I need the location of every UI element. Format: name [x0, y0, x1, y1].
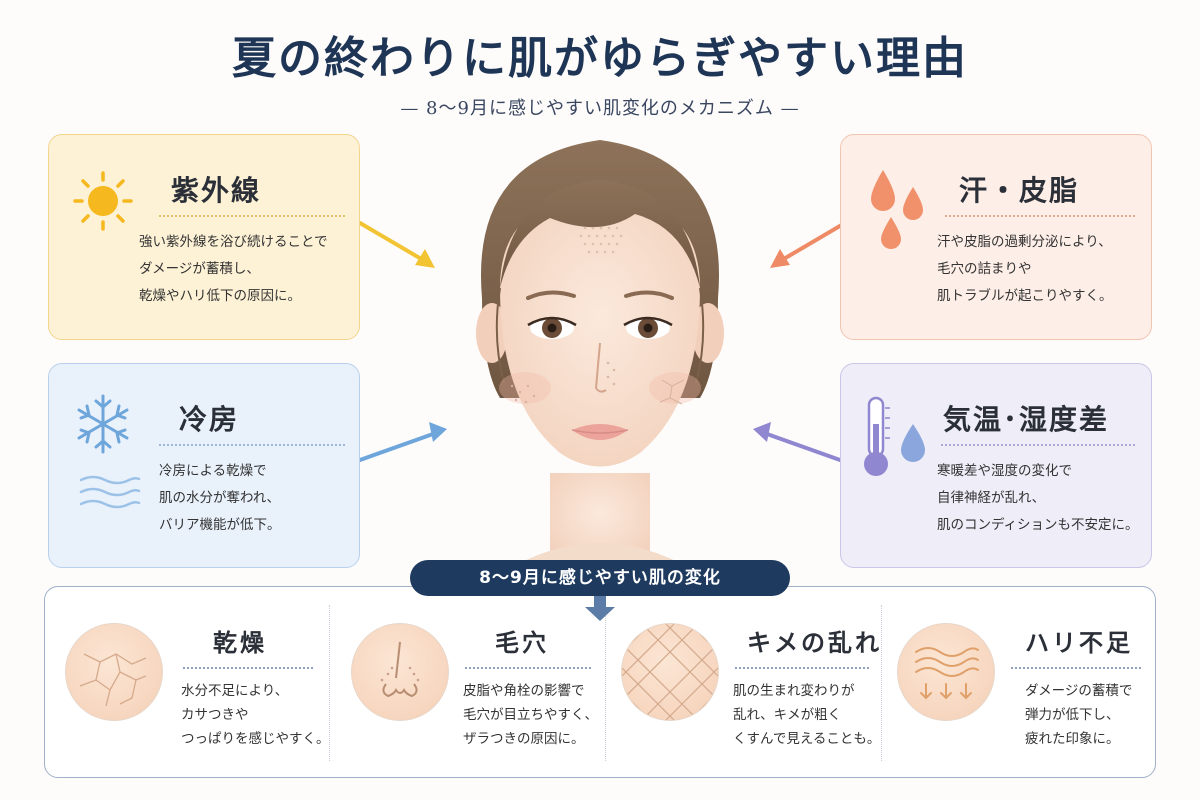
firmness-description: ダメージの蓄積で 弾力が低下し、 疲れた印象に。	[1025, 683, 1133, 747]
uv-divider	[159, 215, 345, 217]
separator	[329, 605, 330, 761]
sagging-waves-icon	[897, 623, 995, 721]
temp-title: 気温･湿度差	[943, 403, 1110, 436]
card-sweat-sebum: 汗・皮脂 汗や皮脂の過剰分泌により、 毛穴の詰まりや 肌トラブルが起こりやすく。	[840, 134, 1152, 340]
temp-divider	[941, 444, 1135, 446]
sweat-description: 汗や皮脂の過剰分泌により、 毛穴の詰まりや 肌トラブルが起こりやすく。	[937, 234, 1113, 304]
temp-description: 寒暖差や湿度の変化で 自律神経が乱れ、 肌のコンディションも不安定に。	[937, 463, 1139, 533]
texture-title: キメの乱れ	[747, 628, 882, 657]
page-title: 夏の終わりに肌がゆらぎやすい理由	[232, 33, 968, 84]
snowflake-icon	[77, 394, 129, 454]
down-arrow-icon	[585, 596, 615, 621]
firmness-title: ハリ不足	[1025, 628, 1133, 657]
nose-pores-icon	[351, 623, 449, 721]
dryness-divider	[183, 667, 313, 669]
separator	[881, 605, 882, 761]
change-item-pores: 毛穴 皮脂や角栓の影響で 毛穴が目立ちやすく、 ザラつきの原因に。	[331, 587, 601, 779]
uv-description: 強い紫外線を浴び続けることで ダメージが蓄積し、 乾燥やハリ低下の原因に。	[139, 234, 328, 304]
sun-icon	[73, 171, 133, 231]
change-item-firmness: ハリ不足 ダメージの蓄積で 弾力が低下し、 疲れた印象に。	[883, 587, 1153, 779]
face-illustration	[476, 140, 724, 563]
texture-divider	[735, 667, 869, 669]
uv-arrow	[358, 221, 435, 268]
temp-arrow	[753, 422, 842, 462]
skin-texture-icon	[621, 623, 719, 721]
skin-changes-banner: 8～9月に感じやすい肌の変化	[410, 560, 790, 596]
card-uv: 紫外線 強い紫外線を浴び続けることで ダメージが蓄積し、 乾燥やハリ低下の原因に…	[48, 134, 360, 340]
dryness-description: 水分不足により、 カサつきや つっぱりを感じやすく。	[181, 683, 330, 747]
card-air-conditioning: 冷房 冷房による乾燥で 肌の水分が奪われ、 バリア機能が低下。	[48, 363, 360, 568]
ac-divider	[159, 444, 345, 446]
card-temperature-humidity: 気温･湿度差 寒暖差や湿度の変化で 自律神経が乱れ、 肌のコンディションも不安定…	[840, 363, 1152, 568]
sweat-title: 汗・皮脂	[959, 174, 1080, 207]
ac-arrow	[358, 422, 447, 462]
firmness-divider	[1011, 667, 1141, 669]
thermometer-icon	[864, 396, 925, 476]
pores-divider	[465, 667, 591, 669]
pores-description: 皮脂や角栓の影響で 毛穴が目立ちやすく、 ザラつきの原因に。	[463, 683, 598, 747]
change-item-dryness: 乾燥 水分不足により、 カサつきや つっぱりを感じやすく。	[45, 587, 330, 779]
ac-title: 冷房	[179, 403, 240, 436]
dryness-title: 乾燥	[213, 628, 267, 657]
texture-description: 肌の生まれ変わりが 乱れ、キメが粗く くすんで見えることも。	[733, 683, 881, 747]
uv-title: 紫外線	[171, 174, 262, 207]
wind-waves-icon	[79, 475, 141, 509]
ac-description: 冷房による乾燥で 肌の水分が奪われ、 バリア機能が低下。	[159, 463, 281, 533]
sweat-divider	[945, 215, 1135, 217]
pores-title: 毛穴	[495, 628, 549, 657]
change-item-texture: キメの乱れ 肌の生まれ変わりが 乱れ、キメが粗く くすんで見えることも。	[607, 587, 881, 779]
separator	[605, 605, 606, 761]
page-subtitle: — 8～9月に感じやすい肌変化のメカニズム —	[400, 98, 800, 119]
cracked-skin-icon	[65, 623, 163, 721]
sweat-arrow	[770, 221, 847, 268]
droplets-icon	[871, 170, 923, 249]
